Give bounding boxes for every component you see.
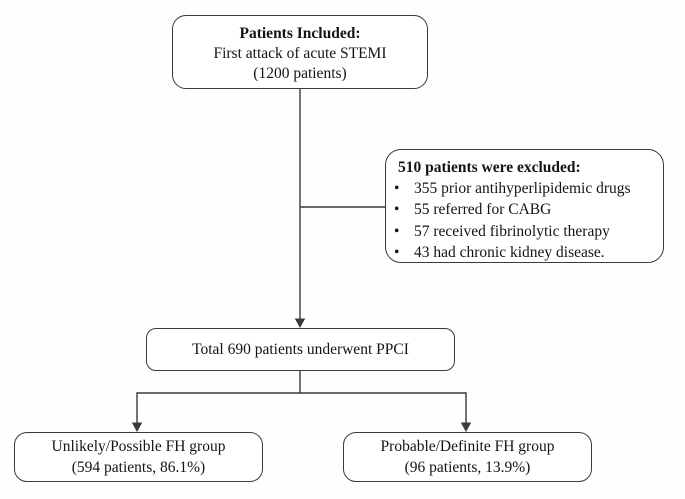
arrowhead-into-right-group-icon: [460, 422, 472, 432]
excluded-item-text: 57 received fibrinolytic therapy: [414, 222, 610, 240]
excluded-item: • 355 prior antihyperlipidemic drugs: [386, 178, 663, 199]
ppci-box: Total 690 patients underwent PPCI: [146, 328, 455, 371]
excluded-box: 510 patients were excluded: • 355 prior a…: [385, 149, 664, 263]
ppci-box-label: Total 690 patients underwent PPCI: [192, 340, 409, 358]
excluded-item-text: 55 referred for CABG: [414, 201, 552, 219]
included-box-line2: First attack of acute STEMI: [213, 45, 387, 62]
included-box-title: Patients Included:: [239, 25, 361, 42]
included-box-line3: (1200 patients): [253, 65, 347, 82]
group-left-box: Unlikely/Possible FH group (594 patients…: [14, 432, 263, 482]
arrowhead-into-ppci-icon: [294, 318, 306, 328]
excluded-box-title: 510 patients were excluded:: [398, 159, 581, 176]
group-right-box: Probable/Definite FH group (96 patients,…: [343, 432, 592, 482]
excluded-item-text: 355 prior antihyperlipidemic drugs: [414, 180, 631, 198]
bullet-icon: •: [394, 243, 400, 261]
bullet-icon: •: [394, 222, 400, 240]
arrowhead-into-left-group-icon: [131, 422, 143, 432]
excluded-item: • 55 referred for CABG: [386, 199, 663, 220]
group-left-line2: (594 patients, 86.1%): [71, 459, 206, 476]
excluded-item-text: 43 had chronic kidney disease.: [414, 243, 605, 261]
included-box: Patients Included: First attack of acute…: [172, 15, 428, 89]
excluded-item: • 43 had chronic kidney disease.: [386, 242, 663, 263]
bullet-icon: •: [394, 201, 400, 219]
excluded-item: • 57 received fibrinolytic therapy: [386, 221, 663, 242]
bullet-icon: •: [394, 180, 400, 198]
group-right-line2: (96 patients, 13.9%): [404, 459, 531, 476]
group-right-line1: Probable/Definite FH group: [380, 438, 555, 455]
group-left-line1: Unlikely/Possible FH group: [51, 438, 226, 455]
